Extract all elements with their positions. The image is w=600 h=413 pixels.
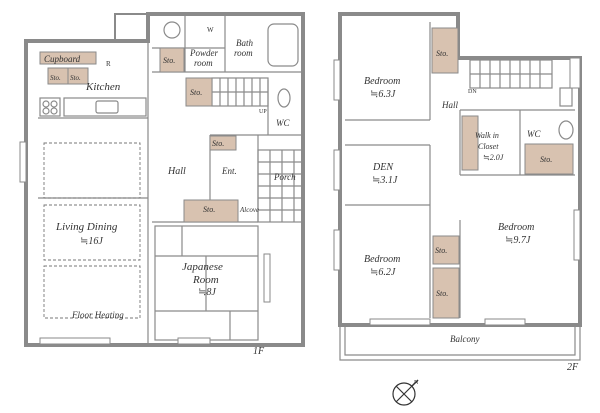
up-label: UP (259, 109, 267, 115)
wc-label: WC (527, 129, 541, 139)
bathtub (267, 23, 299, 67)
stove-icon (39, 97, 61, 117)
sto-label: Sto. (190, 88, 202, 97)
kitchen-label: Kitchen (85, 81, 121, 93)
bath-room-label: Bath (236, 38, 253, 48)
sink-icon (95, 100, 119, 114)
floor-heating-area (43, 265, 141, 319)
bedroom-size: ≒6.3J (370, 89, 396, 100)
toilet-2f (558, 120, 574, 140)
bedroom-size: ≒9.7J (505, 235, 531, 246)
den-label: DEN (372, 162, 394, 173)
bedroom-label: Bedroom (364, 254, 400, 265)
floor-label-2f: 2F (567, 362, 579, 373)
bath-room-label: room (234, 48, 253, 58)
entrance-label: Ent. (221, 166, 237, 176)
north-label: N (414, 380, 419, 386)
compass-icon (392, 379, 419, 406)
washstand-icon (559, 87, 573, 107)
japanese-room-size: ≒8J (198, 287, 216, 298)
w-label: W (207, 26, 214, 34)
floor-label-1f: 1F (253, 346, 265, 357)
walk-in-closet-size: ≒2.0J (483, 153, 504, 162)
sto-label: Sto. (70, 74, 81, 82)
cupboard-label: Cupboard (44, 54, 81, 64)
porch-tiles (257, 149, 304, 223)
living-dining-size: ≒16J (80, 236, 103, 247)
bedroom-size: ≒6.2J (370, 267, 396, 278)
porch-label: Porch (273, 172, 296, 182)
sto-label: Sto. (203, 205, 215, 214)
floor-heating-label: Floor Heating (71, 310, 124, 320)
powder-room-label: room (194, 58, 213, 68)
sto-label: Sto. (540, 155, 552, 164)
hall-label: Hall (441, 100, 459, 110)
den-size: ≒3.1J (372, 175, 398, 186)
kitchen-counter (63, 97, 147, 117)
balcony-label: Balcony (450, 334, 480, 344)
floor-heating-area (43, 142, 141, 199)
first-floor-plan (19, 12, 305, 347)
hall-label: Hall (167, 166, 186, 177)
japanese-room-label: Japanese (182, 261, 223, 273)
wc-label: WC (276, 118, 290, 128)
walk-in-closet-label: Walk in (475, 131, 499, 140)
powder-room-label: Powder (189, 48, 218, 58)
washbasin (163, 21, 181, 39)
stairs-1f (211, 77, 269, 107)
floor-heating-area (43, 204, 141, 261)
bedroom-label: Bedroom (364, 76, 400, 87)
sto-label: Sto. (436, 49, 448, 58)
sto-label: Sto. (436, 289, 448, 298)
sto-label: Sto. (435, 246, 447, 255)
stairs-2f (469, 59, 553, 89)
fridge-label: R (106, 60, 111, 68)
alcove-label: Alcove (239, 206, 259, 214)
bedroom-label: Bedroom (498, 222, 534, 233)
sto-label: Sto. (212, 139, 224, 148)
toilet-1f (277, 88, 291, 108)
sto-label: Sto. (163, 56, 175, 65)
japanese-room-label: Room (192, 274, 219, 286)
living-dining-label: Living Dining (55, 221, 118, 233)
sto-label: Sto. (50, 74, 61, 82)
dn-label: DN (468, 89, 477, 95)
walk-in-closet-label: Closet (478, 142, 499, 151)
second-floor-plan (333, 12, 582, 361)
